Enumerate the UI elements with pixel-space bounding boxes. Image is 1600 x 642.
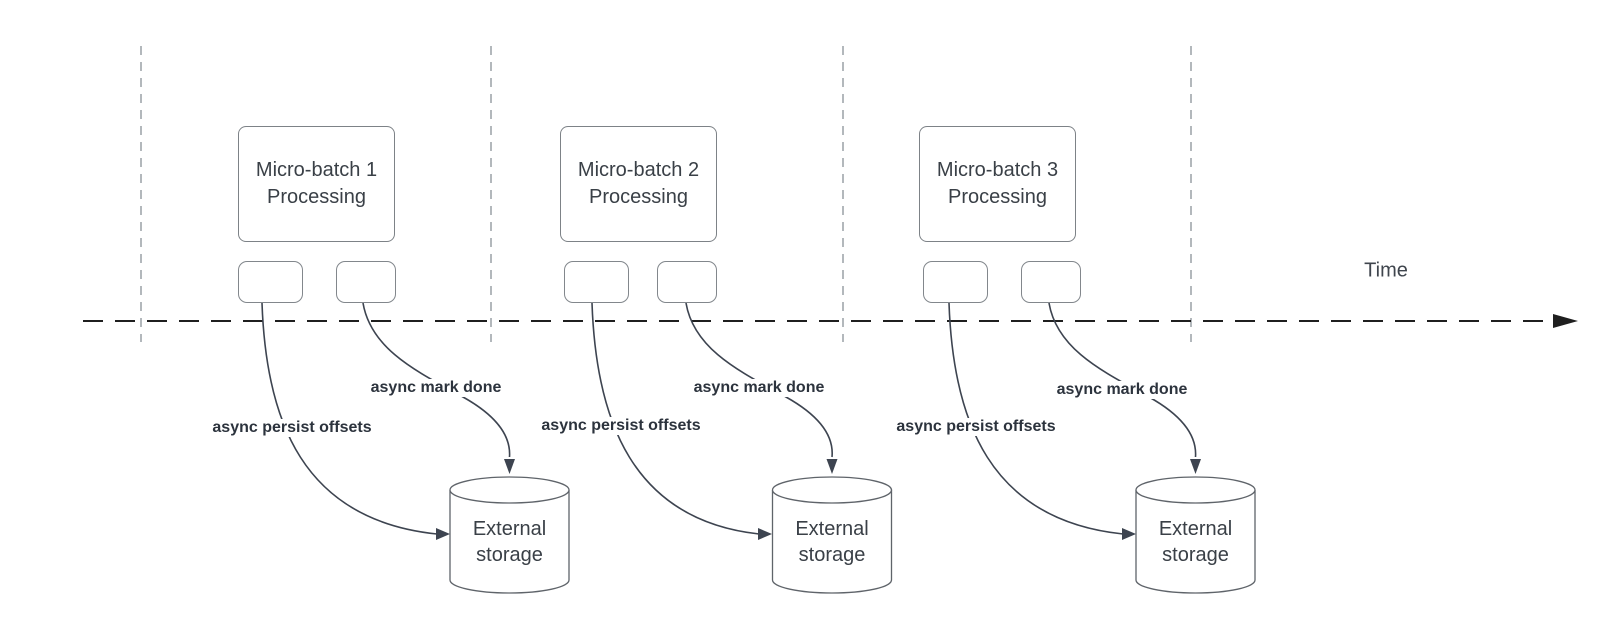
async-mark-done-task-box (657, 261, 717, 303)
persist-offsets-label: async persist offsets (209, 419, 375, 437)
persist-offsets-arrow (948, 302, 1124, 535)
persist-offsets-arrowhead-icon (436, 528, 450, 540)
mark-done-label: async mark done (1053, 381, 1191, 399)
external-storage-label: External storage (1131, 516, 1261, 568)
external-storage-label: External storage (445, 516, 575, 568)
time-axis-label: Time (1364, 259, 1408, 282)
storage-label-line2: storage (798, 544, 866, 566)
processing-box-label-line2: Processing (589, 186, 688, 208)
async-mark-done-task-box (336, 261, 396, 303)
async-persist-task-box (564, 261, 629, 303)
mark-done-arrowhead-icon (504, 459, 515, 474)
mark-done-arrow (1048, 302, 1197, 458)
external-storage-cylinder (771, 476, 893, 594)
storage-label-line1: External (472, 518, 547, 540)
persist-offsets-arrow (591, 302, 760, 535)
microbatch-1-processing-box: Micro-batch 1 Processing (238, 126, 395, 242)
mark-done-label: async mark done (367, 379, 505, 397)
storage-label-line2: storage (1162, 544, 1229, 566)
time-axis-arrowhead-icon (1553, 314, 1578, 328)
storage-label-line1: External (795, 518, 869, 540)
processing-box-label-line1: Micro-batch 2 (577, 159, 700, 181)
async-persist-task-box (923, 261, 988, 303)
storage-label-line2: storage (476, 544, 543, 566)
storage-label-line1: External (1158, 518, 1233, 540)
processing-box-label-line2: Processing (948, 186, 1047, 208)
processing-box-label-line1: Micro-batch 3 (936, 159, 1059, 181)
async-persist-task-box (238, 261, 303, 303)
microbatch-3-processing-box: Micro-batch 3 Processing (919, 126, 1076, 242)
mark-done-label: async mark done (690, 379, 828, 397)
persist-offsets-arrowhead-icon (1122, 528, 1136, 540)
persist-offsets-label: async persist offsets (893, 418, 1059, 436)
microbatch-2-processing-box: Micro-batch 2 Processing (560, 126, 717, 242)
persist-offsets-arrow (261, 302, 438, 535)
processing-box-label-line2: Processing (267, 186, 366, 208)
mark-done-arrowhead-icon (826, 459, 838, 474)
persist-offsets-arrowhead-icon (758, 528, 772, 540)
external-storage-cylinder (449, 476, 570, 594)
external-storage-cylinder (1135, 476, 1256, 594)
persist-offsets-label: async persist offsets (538, 417, 704, 435)
processing-box-label-line1: Micro-batch 1 (255, 159, 378, 181)
mark-done-arrowhead-icon (1190, 459, 1201, 474)
async-mark-done-task-box (1021, 261, 1081, 303)
external-storage-label: External storage (767, 516, 897, 568)
